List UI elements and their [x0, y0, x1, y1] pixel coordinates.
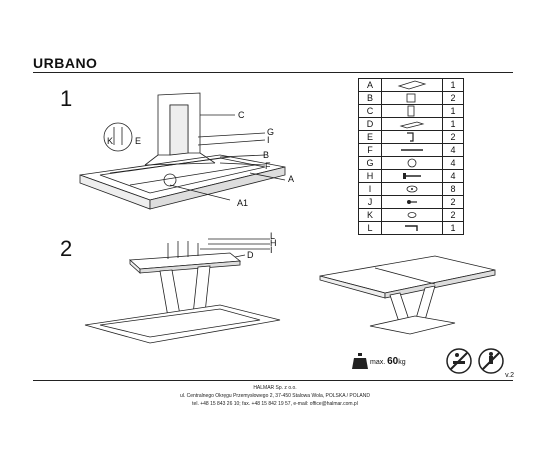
callout-i2: I — [270, 245, 273, 255]
step-number-1: 1 — [60, 86, 73, 111]
step2-diagram — [84, 238, 281, 344]
part-quantity: 2 — [442, 195, 464, 209]
callout-a1: A1 — [237, 198, 249, 208]
part-quantity: 4 — [442, 169, 464, 183]
callout-k: K — [107, 136, 114, 146]
part-quantity: 4 — [442, 143, 464, 157]
part-image — [381, 195, 443, 209]
assembled-table-illustration — [319, 255, 496, 335]
bolt-icon — [403, 173, 421, 179]
part-image — [381, 182, 443, 196]
rail-bar-icon — [401, 149, 423, 151]
version-label: v.2 — [505, 372, 514, 379]
part-quantity: 1 — [442, 104, 464, 118]
no-standing-icon — [478, 348, 504, 374]
page-title: URBANO — [33, 55, 98, 71]
small-washer-icon — [407, 212, 417, 218]
callout-c: C — [238, 110, 245, 120]
leaf-panel-icon — [406, 93, 416, 103]
part-image — [381, 169, 443, 183]
top-support-icon — [399, 121, 425, 129]
part-quantity: 2 — [442, 130, 464, 144]
part-quantity: 2 — [442, 91, 464, 105]
max-load-label: max. 60kg — [370, 356, 406, 367]
hex-key-icon — [405, 225, 418, 231]
part-quantity: 1 — [442, 221, 464, 235]
part-image — [381, 104, 443, 118]
allen-key-icon — [407, 132, 414, 142]
step1-diagram — [79, 92, 286, 210]
max-load-value: 60 — [387, 356, 399, 367]
top-divider — [33, 72, 513, 73]
part-letter: B — [358, 91, 382, 105]
part-letter: F — [358, 143, 382, 157]
part-image — [381, 208, 443, 222]
callout-i1: I — [267, 135, 270, 145]
part-letter: I — [358, 182, 382, 196]
footer-address: ul. Centralnego Okręgu Przemysłowego 2, … — [179, 393, 370, 399]
washer-icon — [406, 185, 418, 193]
cam-lock-icon — [407, 158, 417, 168]
part-letter: E — [358, 130, 382, 144]
callout-g: G — [267, 127, 275, 137]
screw-icon — [407, 200, 417, 204]
footer-company: HALMAR Sp. z o.o. — [253, 385, 297, 391]
part-letter: H — [358, 169, 382, 183]
step-number-2: 2 — [60, 236, 73, 261]
callout-h: H — [270, 238, 277, 248]
callout-e: E — [135, 136, 142, 146]
part-letter: L — [358, 221, 382, 235]
part-letter: D — [358, 117, 382, 131]
part-quantity: 1 — [442, 117, 464, 131]
part-image — [381, 143, 443, 157]
part-letter: G — [358, 156, 382, 170]
callout-d: D — [247, 250, 254, 260]
part-image — [381, 156, 443, 170]
part-letter: J — [358, 195, 382, 209]
no-sitting-icon — [446, 348, 472, 374]
callout-l: L — [270, 231, 276, 241]
part-quantity: 8 — [442, 182, 464, 196]
part-letter: K — [358, 208, 382, 222]
part-quantity: 4 — [442, 156, 464, 170]
footer-contact: tel. +48 15 843 26 10; fax. +48 15 842 1… — [192, 401, 358, 407]
callout-a: A — [288, 174, 295, 184]
part-quantity: 2 — [442, 208, 464, 222]
callout-f: F — [265, 161, 271, 171]
part-letter: A — [358, 78, 382, 92]
bottom-divider — [33, 380, 513, 381]
max-load-unit: kg — [398, 359, 406, 366]
part-letter: C — [358, 104, 382, 118]
part-image — [381, 117, 443, 131]
part-image — [381, 130, 443, 144]
weight-icon — [352, 353, 368, 369]
callout-b: B — [263, 150, 270, 160]
max-load-prefix: max. — [370, 359, 386, 366]
part-image — [381, 91, 443, 105]
part-image — [381, 221, 443, 235]
part-quantity: 1 — [442, 78, 464, 92]
tabletop-icon — [397, 80, 427, 90]
part-image — [381, 78, 443, 92]
leg-frame-icon — [407, 105, 415, 117]
